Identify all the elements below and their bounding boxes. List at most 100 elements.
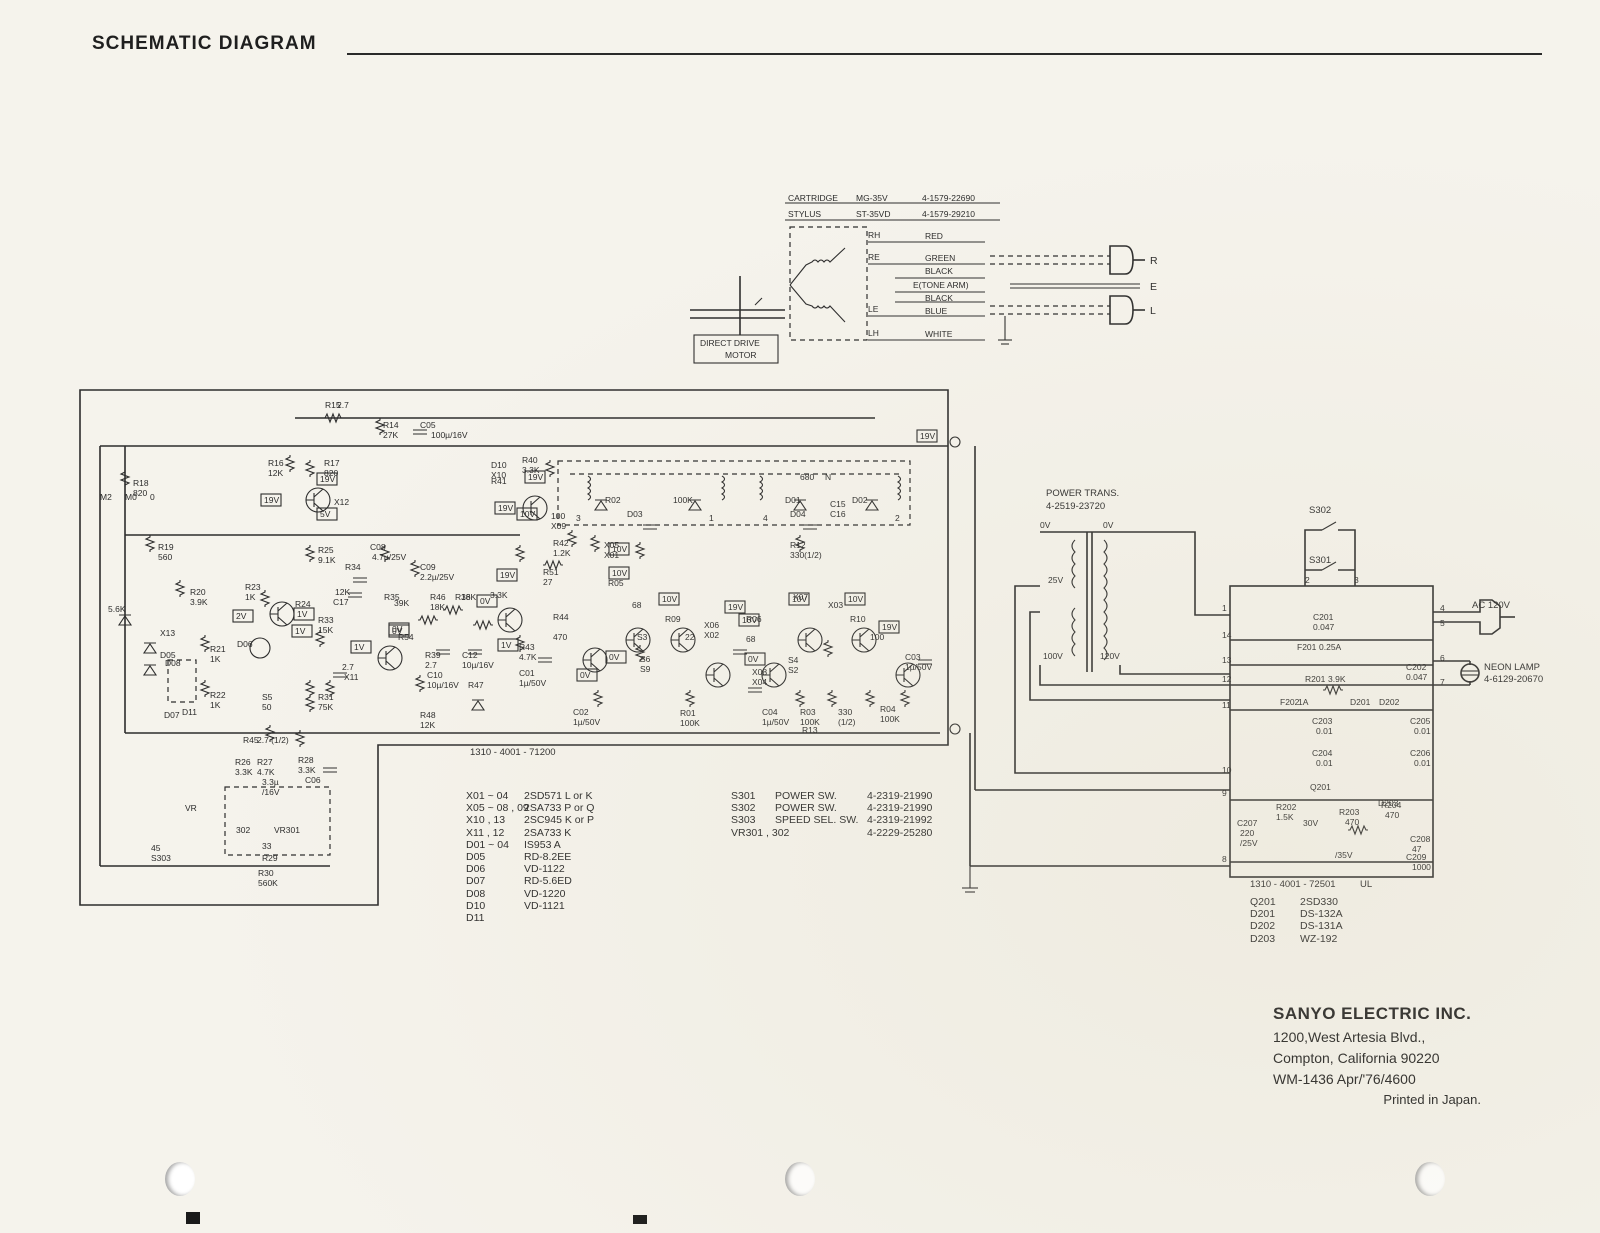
vr-s303-box	[224, 786, 331, 856]
voltage-tag: 5V	[316, 507, 338, 521]
main-part-label: R43	[519, 642, 535, 652]
main-part-label: 100K	[800, 717, 820, 727]
main-part-label: C05	[420, 420, 436, 430]
table-cell: 2SA733 P or Q	[524, 802, 595, 815]
transistor-leads	[798, 628, 816, 652]
main-part-label: X12	[334, 497, 349, 507]
wire-blue: BLUE	[925, 306, 948, 316]
table-cell: VD-1220	[524, 887, 566, 900]
table-cell: 2SD571 L or K	[524, 790, 593, 802]
cart-row-1-part: STYLUS	[788, 209, 821, 219]
title-rule	[347, 53, 1542, 55]
voltage-tag-text: 0V	[392, 626, 403, 636]
voltage-tag: 19V	[260, 493, 282, 507]
main-part-label: D07	[164, 710, 180, 720]
main-part-label: S5	[262, 692, 273, 702]
resistor-symbol	[259, 590, 271, 607]
main-part-label: C04	[762, 707, 778, 717]
table-cell: D201	[1250, 908, 1276, 921]
transistor-leads	[306, 488, 324, 512]
main-part-label: R41	[491, 476, 507, 486]
main-part-label: 2.7	[425, 660, 437, 670]
main-part-label: /16V	[262, 787, 280, 797]
diode-symbol	[142, 642, 158, 654]
main-part-label: 75K	[318, 702, 333, 712]
table-cell: VR301 , 302	[731, 826, 790, 839]
resistor-symbol	[634, 542, 646, 559]
main-part-label: 2.2µ/25V	[420, 572, 455, 582]
power-node-number: 7	[1440, 677, 1445, 687]
power-node-number: 10	[1222, 765, 1232, 775]
main-part-label: 1µ/50V	[519, 678, 546, 688]
main-part-label: R35	[384, 592, 400, 602]
neon-code: 4-6129-20670	[1484, 674, 1543, 685]
main-part-label: 12K	[335, 587, 350, 597]
power-part-label: R203	[1339, 807, 1360, 817]
transistor-leads	[671, 628, 689, 652]
resistor-symbol	[443, 604, 463, 616]
main-part-label: R34	[345, 562, 361, 572]
pin-rh: RH	[868, 230, 880, 240]
power-part-label: C207	[1237, 818, 1258, 828]
voltage-tag: 1V	[350, 640, 372, 654]
main-part-label: R13	[802, 725, 818, 735]
main-part-label: R05	[608, 578, 624, 588]
main-part-label: X05	[604, 540, 619, 550]
main-components	[117, 412, 1368, 856]
wire-white: WHITE	[925, 329, 953, 339]
transistor-leads	[270, 602, 288, 626]
voltage-tag-text: 1V	[295, 626, 306, 636]
power-part-label: D201	[1350, 697, 1371, 707]
resistor-symbol	[589, 535, 601, 552]
power-section: POWER TRANS. 4-2519-23720 0V 0V 25V 100V…	[1014, 488, 1543, 890]
power-part-label: /35V	[1335, 850, 1353, 860]
main-part-label: R27	[257, 757, 273, 767]
capacitor-symbol	[918, 659, 932, 665]
voltage-tag-text: 19V	[498, 503, 513, 513]
resistor-symbol	[514, 545, 526, 562]
main-part-label: 100K	[673, 495, 693, 505]
power-board-suffix: UL	[1360, 879, 1372, 890]
main-part-label: X07	[793, 592, 808, 602]
resistor-symbol	[374, 418, 386, 435]
voltage-tag-text: 19V	[920, 431, 935, 441]
power-part-label: 1A	[1298, 697, 1309, 707]
table-cell: D10	[466, 899, 486, 912]
main-part-label: 1K	[210, 654, 221, 664]
main-part-label: 3.3K	[298, 765, 316, 775]
coil-symbol	[758, 475, 764, 501]
voltage-tag: 19V	[316, 472, 338, 486]
motor-box-line1: DIRECT DRIVE	[700, 338, 760, 348]
table-row: X05 ~ 08 , 092SA733 P or Q	[466, 802, 594, 814]
table-cell: IS953 A	[524, 838, 561, 851]
resistor-symbol	[294, 730, 306, 747]
main-part-label: 12K	[420, 720, 435, 730]
voltage-tag: 10V	[738, 613, 760, 627]
main-part-label: X04	[752, 677, 767, 687]
main-part-label: 50	[262, 702, 272, 712]
resistor-symbol	[794, 535, 806, 552]
voltage-tag-text: 19V	[528, 472, 543, 482]
s301-label: S301	[1309, 555, 1331, 566]
capacitor-symbol	[436, 649, 450, 655]
company-address2: Compton, California 90220	[1273, 1050, 1440, 1066]
doc-number: WM-1436 Apr/'76/4600	[1273, 1071, 1416, 1087]
diode-symbol	[470, 699, 486, 711]
main-part-label: R40	[522, 455, 538, 465]
main-part-label: 560K	[258, 878, 278, 888]
main-part-label: VR	[185, 803, 197, 813]
main-part-label: R33	[318, 615, 334, 625]
power-board-number: 1310 - 4001 - 72501	[1250, 879, 1336, 890]
main-part-label: M2	[100, 492, 112, 502]
power-node-number: 3	[1354, 575, 1359, 585]
main-part-label: R28	[298, 755, 314, 765]
main-part-label: 1K	[210, 700, 221, 710]
main-part-label: R09	[665, 614, 681, 624]
main-part-label: R12	[790, 540, 806, 550]
main-part-label: R21	[210, 644, 226, 654]
main-part-label: R24	[295, 599, 311, 609]
